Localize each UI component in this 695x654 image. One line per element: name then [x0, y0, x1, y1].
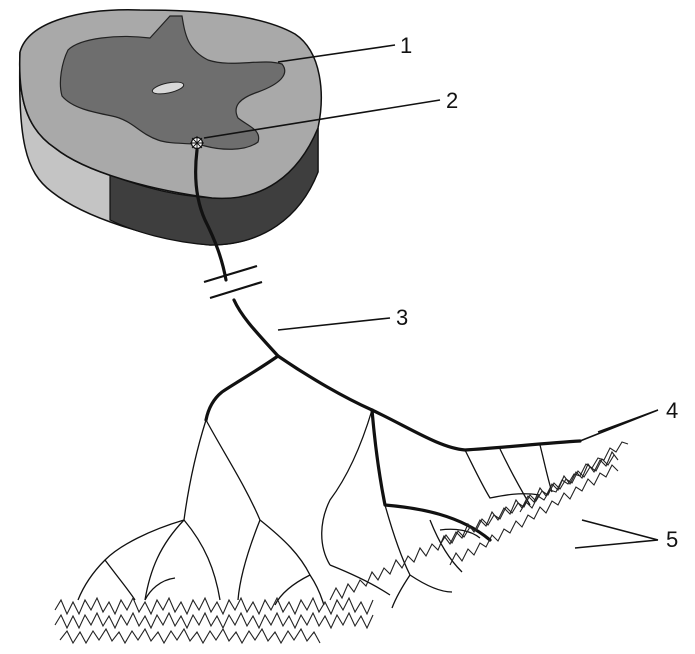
axon-branch-left [206, 356, 278, 420]
label-4: 4 [666, 398, 678, 423]
terminal-branch [238, 520, 260, 600]
terminal-branch [184, 420, 206, 520]
spinal-cord-segment [20, 10, 322, 245]
neuron-cell-body [190, 136, 204, 150]
label-1: 1 [400, 33, 412, 58]
terminal-branch [78, 520, 184, 600]
muscle-fibers [55, 442, 628, 643]
muscle-fiber-band [55, 613, 373, 628]
terminal-branch [184, 520, 220, 600]
label-2: 2 [446, 88, 458, 113]
terminal-branch [206, 420, 260, 520]
muscle-fiber-band [450, 465, 618, 565]
terminal-branch [260, 520, 324, 605]
leader-line-5 [575, 520, 658, 548]
terminal-branch [385, 505, 410, 575]
label-5: 5 [666, 527, 678, 552]
terminal-branch [540, 445, 552, 492]
terminal-branch [322, 410, 372, 565]
muscle-fiber-band [55, 598, 373, 614]
terminal-branch [392, 575, 410, 608]
axon-distal [234, 300, 278, 356]
leader-line-4 [580, 410, 658, 441]
terminal-branch [105, 560, 135, 600]
terminal-branch [410, 575, 452, 592]
axon-break-mark-upper [204, 266, 257, 282]
terminal-branch [465, 450, 540, 498]
terminal-branches [78, 410, 552, 608]
axon-branch-right-upper [372, 410, 580, 450]
terminal-branch [275, 575, 310, 605]
axon-branch-right [278, 356, 372, 410]
leader-line-3 [278, 318, 390, 330]
axon-break-mark-lower [210, 282, 262, 298]
label-3: 3 [396, 305, 408, 330]
muscle-fiber-band [60, 629, 320, 643]
terminal-branch [430, 520, 462, 572]
terminal-branch [500, 449, 530, 505]
